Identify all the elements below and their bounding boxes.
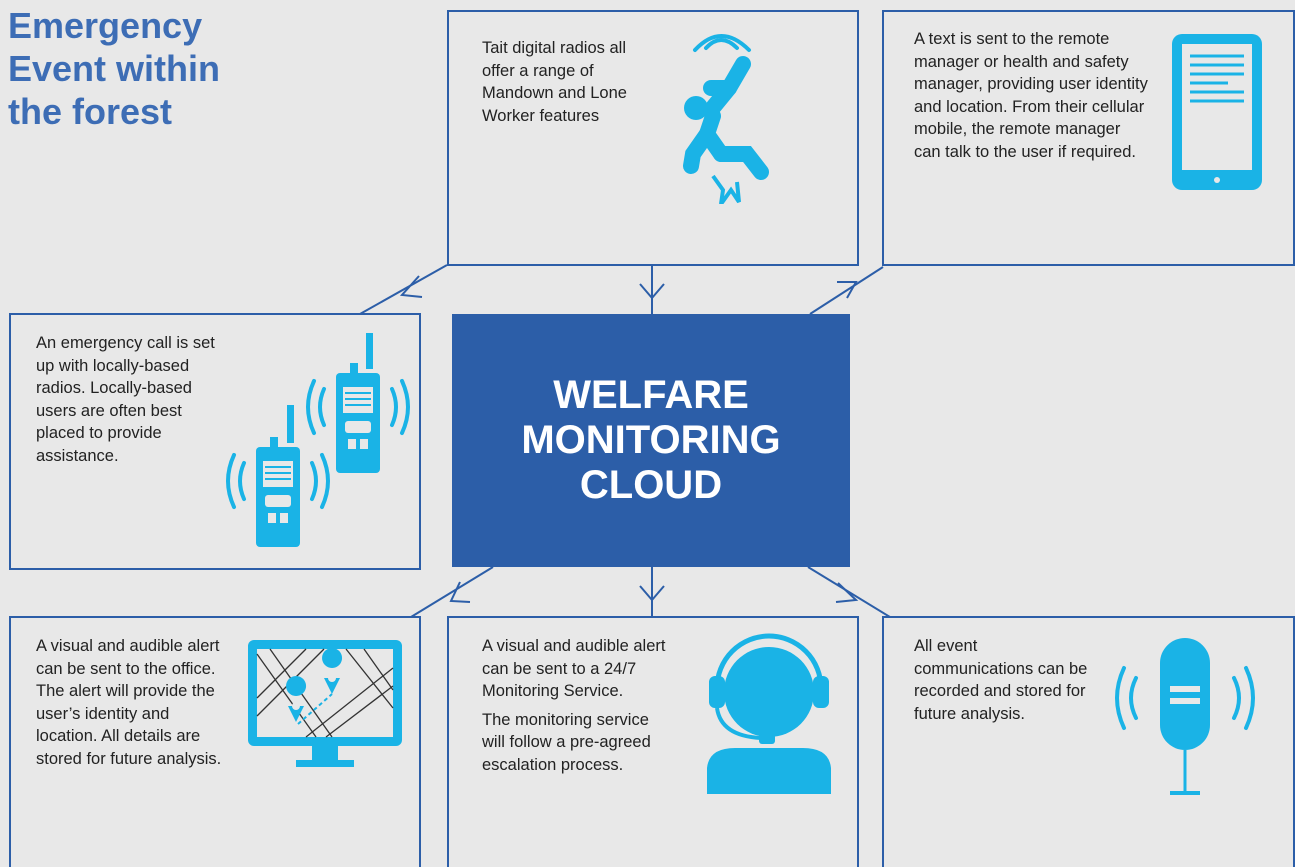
box-mandown: Tait digital radios all offer a range of… (447, 10, 859, 266)
box-text-alert-text: A text is sent to the remote manager or … (914, 30, 1148, 161)
connector-bottom-right (807, 566, 891, 618)
box-recording-text: All event communications can be recorded… (914, 637, 1088, 723)
headset-operator-icon (707, 633, 831, 794)
microphone-icon (1115, 638, 1255, 795)
box-emergency-call: An emergency call is set up with locally… (9, 313, 421, 570)
arrowhead-bottom-right (835, 582, 859, 603)
box-text-alert: A text is sent to the remote manager or … (882, 10, 1295, 266)
connector-top-left (359, 264, 448, 315)
arrowhead-top-right (837, 281, 858, 299)
falling-person-icon (683, 34, 769, 204)
radio-back (306, 333, 410, 473)
box-emergency-call-text: An emergency call is set up with locally… (36, 334, 215, 465)
monitoring-alert-text: A visual and audible alert can be sent t… (482, 637, 666, 700)
connector-bottom-left (410, 566, 494, 618)
arrowhead-bottom-left (449, 581, 471, 603)
radio-front (226, 405, 330, 547)
title-line-3: the forest (8, 91, 173, 132)
box-mandown-text: Tait digital radios all offer a range of… (482, 39, 627, 125)
title-line-1: Emergency (8, 5, 203, 46)
two-way-radio-icon (226, 333, 410, 547)
mobile-phone-icon (1172, 34, 1262, 190)
title-line-2: Event within (8, 48, 221, 89)
box-recording: All event communications can be recorded… (882, 616, 1295, 867)
box-office-alert-text: A visual and audible alert can be sent t… (36, 637, 222, 768)
center-line-1: WELFARE (553, 373, 749, 417)
arrowhead-bottom-center (639, 585, 665, 602)
diagram-title: Emergency Event within the forest (8, 4, 328, 133)
arrowhead-top-left (399, 275, 423, 298)
map-monitor-icon (248, 640, 402, 767)
connector-top-right (809, 266, 884, 315)
monitoring-escalation-text: The monitoring service will follow a pre… (482, 710, 651, 774)
arrowhead-top-center (639, 283, 665, 300)
center-line-2: MONITORING (521, 418, 781, 462)
box-monitoring-service: A visual and audible alert can be sent t… (447, 616, 859, 867)
welfare-monitoring-cloud: WELFARE MONITORING CLOUD (452, 314, 850, 567)
box-office-alert: A visual and audible alert can be sent t… (9, 616, 421, 867)
box-monitoring-text: A visual and audible alert can be sent t… (482, 635, 672, 782)
center-line-3: CLOUD (579, 463, 723, 507)
